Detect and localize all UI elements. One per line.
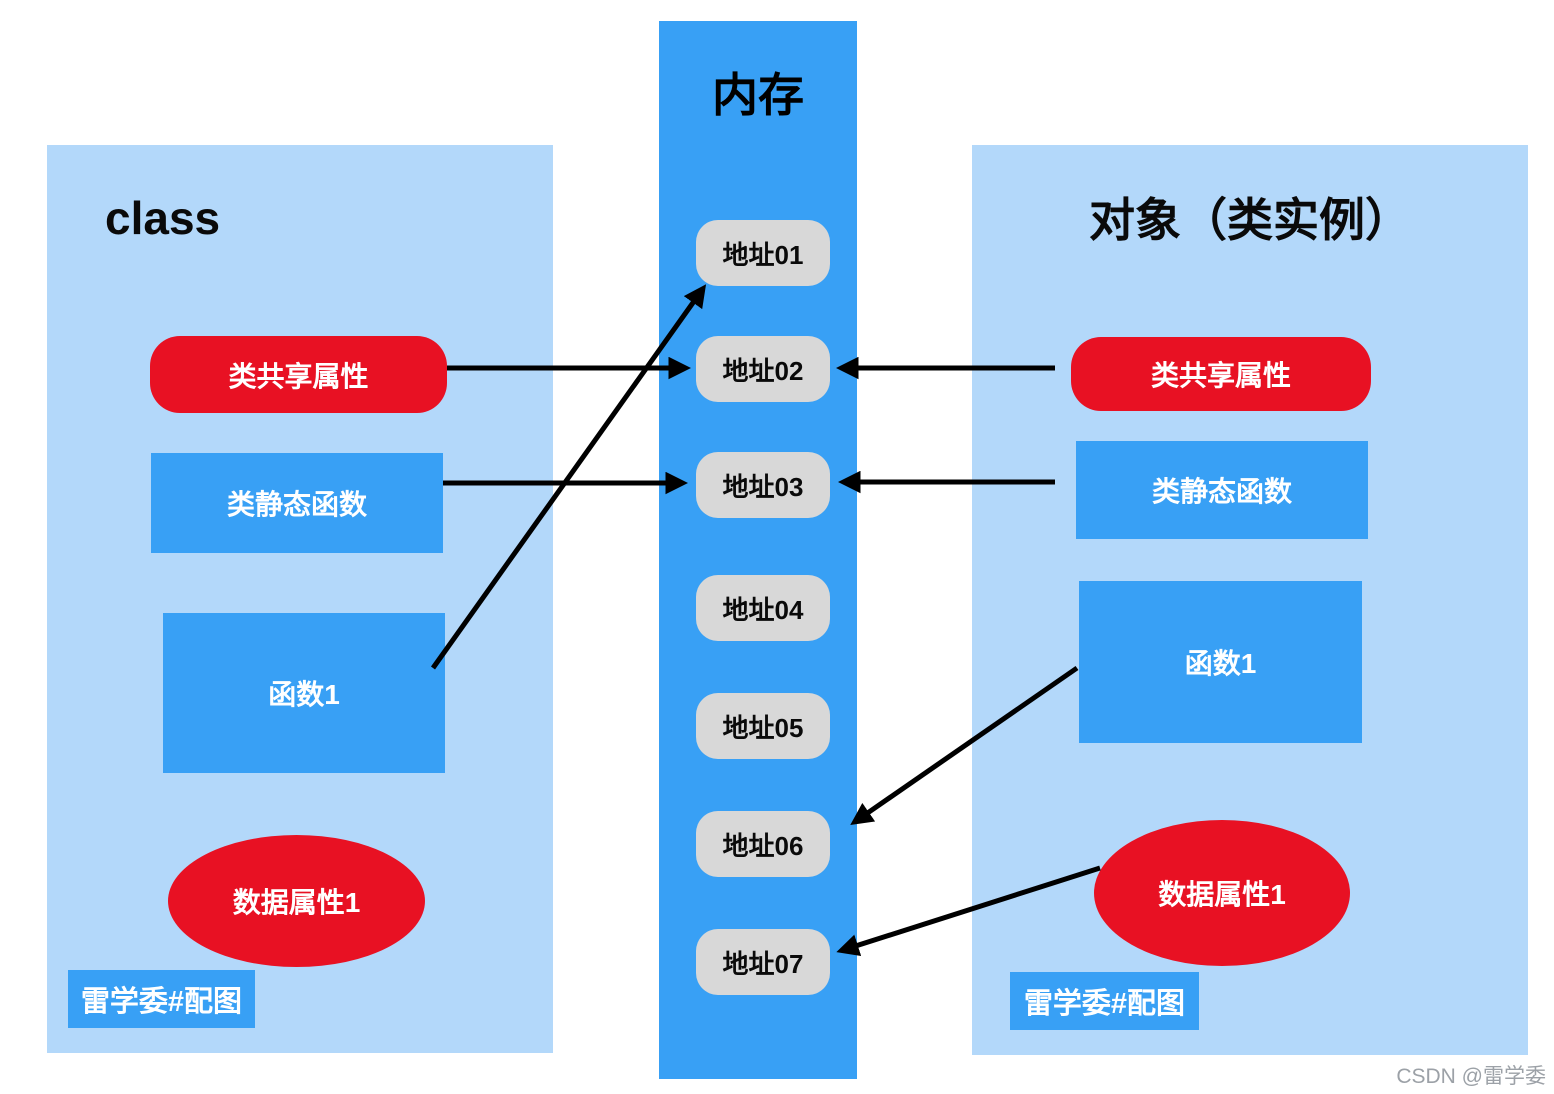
object-data-attr-ellipse: 数据属性1	[1094, 820, 1350, 966]
object-static-fn-box: 类静态函数	[1076, 441, 1368, 539]
object-panel-title: 对象（类实例）	[1089, 194, 1411, 246]
memory-address-05: 地址05	[696, 693, 830, 759]
object-credit-badge: 雷学委#配图	[1010, 972, 1199, 1030]
class-panel-title: class	[105, 192, 221, 244]
memory-column: 内存 地址01 地址02 地址03 地址04 地址05 地址06 地址07	[659, 21, 857, 1079]
class-fn1-box: 函数1	[163, 613, 445, 773]
memory-address-03: 地址03	[696, 452, 830, 518]
class-static-fn-box: 类静态函数	[151, 453, 443, 553]
memory-address-06: 地址06	[696, 811, 830, 877]
memory-title: 内存	[712, 69, 804, 121]
class-panel: class 类共享属性 类静态函数 函数1 数据属性1 雷学委#配图	[47, 145, 553, 1053]
memory-address-01: 地址01	[696, 220, 830, 286]
csdn-watermark: CSDN @雷学委	[1396, 1065, 1546, 1088]
object-shared-attr-box: 类共享属性	[1071, 337, 1371, 411]
memory-address-02: 地址02	[696, 336, 830, 402]
class-shared-attr-box: 类共享属性	[150, 336, 447, 413]
object-fn1-box: 函数1	[1079, 581, 1362, 743]
object-panel: 对象（类实例） 类共享属性 类静态函数 函数1 数据属性1 雷学委#配图	[972, 145, 1528, 1055]
class-credit-badge: 雷学委#配图	[68, 970, 255, 1028]
memory-address-04: 地址04	[696, 575, 830, 641]
memory-address-07: 地址07	[696, 929, 830, 995]
class-data-attr-ellipse: 数据属性1	[168, 835, 425, 967]
